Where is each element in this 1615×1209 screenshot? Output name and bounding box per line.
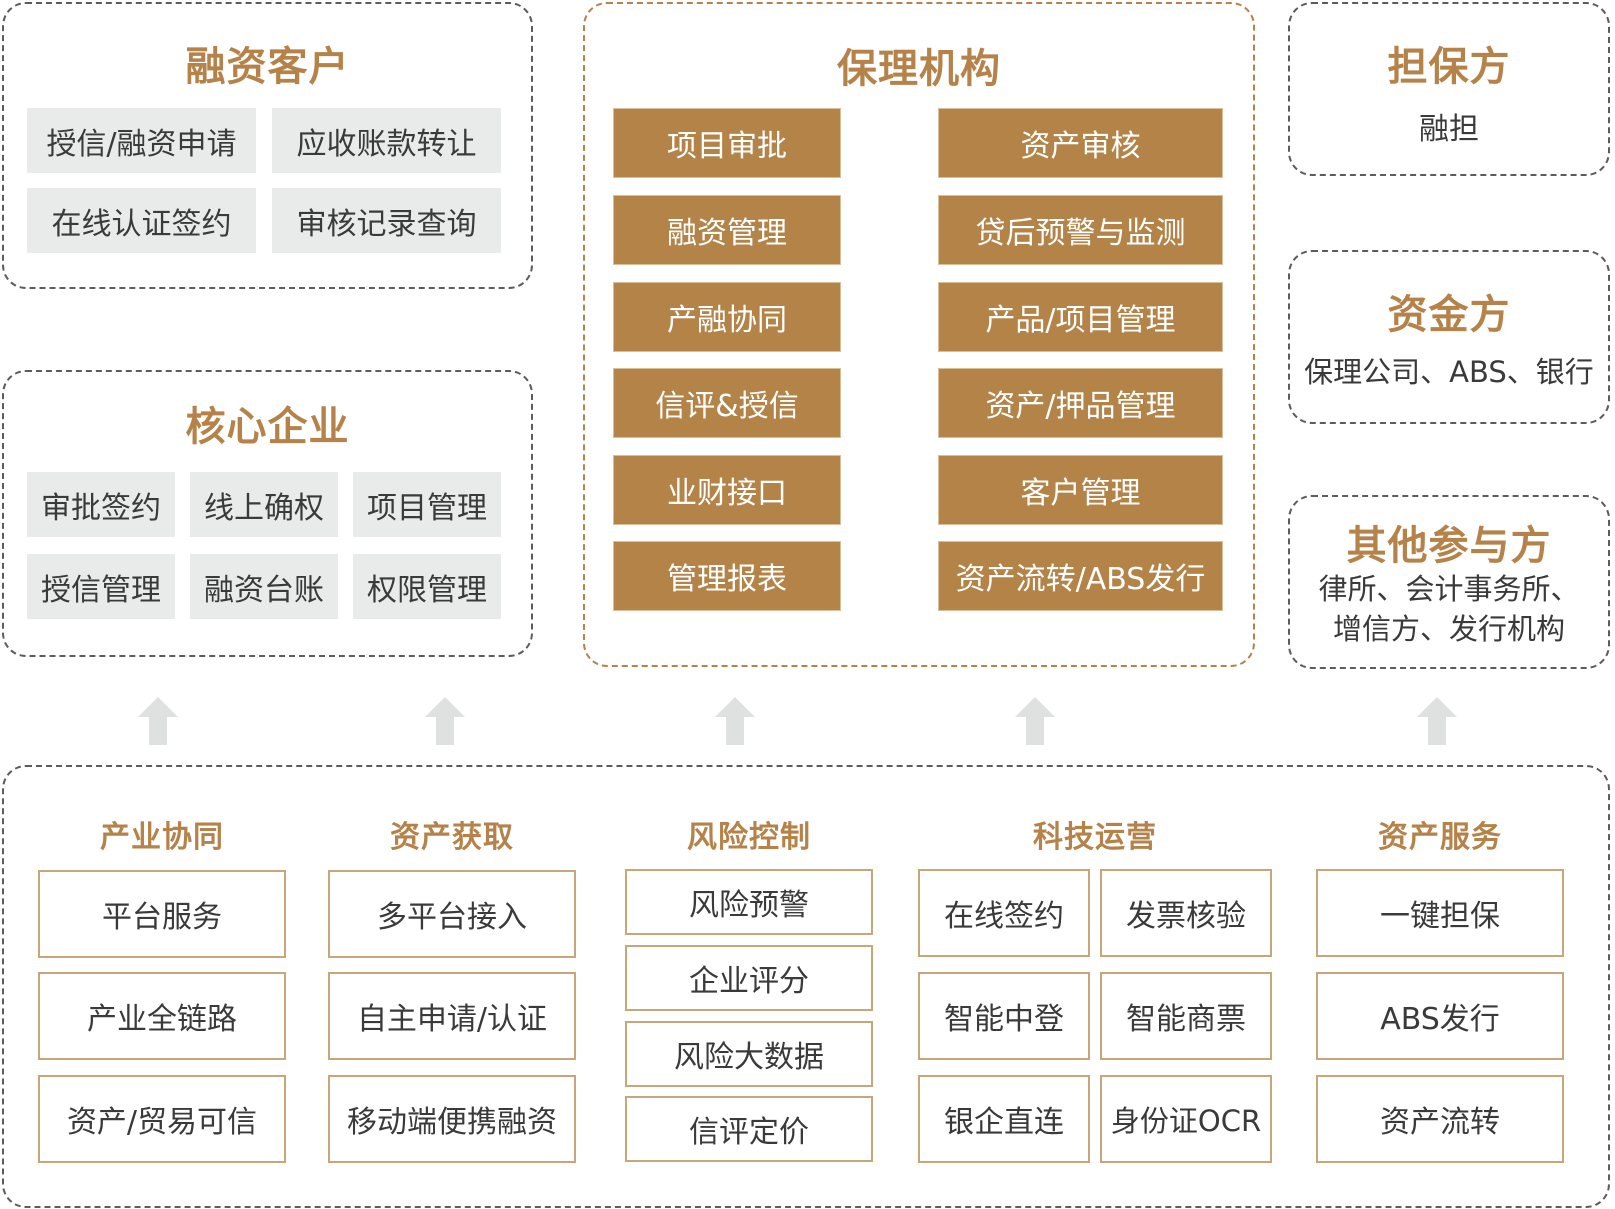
platform-item: 风险预警 (625, 869, 873, 935)
factoring-item: 信评&授信 (613, 368, 841, 438)
factoring-item: 产融协同 (613, 282, 841, 352)
factoring-item: 融资管理 (613, 195, 841, 265)
factoring-item: 资产/押品管理 (938, 368, 1223, 438)
factoring-item: 客户管理 (938, 455, 1223, 525)
financing-customer-item: 审核记录查询 (272, 188, 501, 253)
platform-item: 自主申请/认证 (328, 972, 576, 1060)
platform-column-title: 资产服务 (1378, 820, 1502, 855)
platform-panel (2, 765, 1610, 1208)
up-arrow-icon (1417, 697, 1457, 745)
core-enterprise-item: 项目管理 (353, 472, 501, 537)
platform-item: 平台服务 (38, 870, 286, 958)
up-arrow-icon (715, 697, 755, 745)
other-parties-desc-line2: 增信方、发行机构 (1332, 612, 1565, 646)
guarantor-panel: 担保方 融担 (1288, 2, 1610, 176)
guarantor-desc: 融担 (1419, 112, 1479, 147)
factoring-item: 资产审核 (938, 108, 1223, 178)
platform-item: 企业评分 (625, 945, 873, 1011)
platform-item: 身份证OCR (1100, 1075, 1272, 1163)
factoring-item: 产品/项目管理 (938, 282, 1223, 352)
financing-customer-item: 授信/融资申请 (27, 108, 256, 173)
core-enterprise-item: 线上确权 (190, 472, 338, 537)
factoring-item: 业财接口 (613, 455, 841, 525)
platform-item: 智能中登 (918, 972, 1090, 1060)
other-parties-panel: 其他参与方 律所、会计事务所、 增信方、发行机构 (1288, 495, 1610, 669)
funder-title: 资金方 (1387, 292, 1511, 338)
factoring-item: 贷后预警与监测 (938, 195, 1223, 265)
core-enterprise-item: 融资台账 (190, 554, 338, 619)
guarantor-title: 担保方 (1387, 44, 1511, 90)
platform-item: 移动端便携融资 (328, 1075, 576, 1163)
platform-item: 产业全链路 (38, 972, 286, 1060)
other-parties-desc-line1: 律所、会计事务所、 (1318, 572, 1580, 606)
platform-item: 在线签约 (918, 869, 1090, 957)
platform-item: 一键担保 (1316, 869, 1564, 957)
platform-item: 银企直连 (918, 1075, 1090, 1163)
financing-customer-title: 融资客户 (185, 44, 350, 90)
platform-column-title: 产业协同 (100, 820, 224, 855)
financing-customer-item: 在线认证签约 (27, 188, 256, 253)
factoring-item: 管理报表 (613, 541, 841, 611)
factoring-institution-panel: 保理机构 (583, 2, 1255, 667)
platform-item: 智能商票 (1100, 972, 1272, 1060)
core-enterprise-title: 核心企业 (185, 404, 350, 450)
core-enterprise-item: 权限管理 (353, 554, 501, 619)
platform-item: 信评定价 (625, 1096, 873, 1162)
factoring-item: 项目审批 (613, 108, 841, 178)
factoring-item: 资产流转/ABS发行 (938, 541, 1223, 611)
platform-item: 发票核验 (1100, 869, 1272, 957)
core-enterprise-panel: 核心企业 (2, 370, 533, 657)
up-arrow-icon (138, 697, 178, 745)
financing-customer-panel: 融资客户 (2, 2, 533, 289)
platform-item: 风险大数据 (625, 1021, 873, 1087)
platform-item: 资产流转 (1316, 1075, 1564, 1163)
platform-column-title: 资产获取 (390, 820, 514, 855)
platform-item: 多平台接入 (328, 870, 576, 958)
core-enterprise-item: 授信管理 (27, 554, 175, 619)
other-parties-title: 其他参与方 (1346, 523, 1552, 569)
financing-customer-item: 应收账款转让 (272, 108, 501, 173)
core-enterprise-item: 审批签约 (27, 472, 175, 537)
platform-item: ABS发行 (1316, 972, 1564, 1060)
funder-panel: 资金方 保理公司、ABS、银行 (1288, 250, 1610, 424)
factoring-institution-title: 保理机构 (837, 46, 1001, 92)
platform-item: 资产/贸易可信 (38, 1075, 286, 1163)
up-arrow-icon (1015, 697, 1055, 745)
platform-column-title: 科技运营 (1033, 820, 1157, 855)
platform-column-title: 风险控制 (687, 820, 811, 855)
funder-desc: 保理公司、ABS、银行 (1304, 355, 1594, 389)
up-arrow-icon (425, 697, 465, 745)
